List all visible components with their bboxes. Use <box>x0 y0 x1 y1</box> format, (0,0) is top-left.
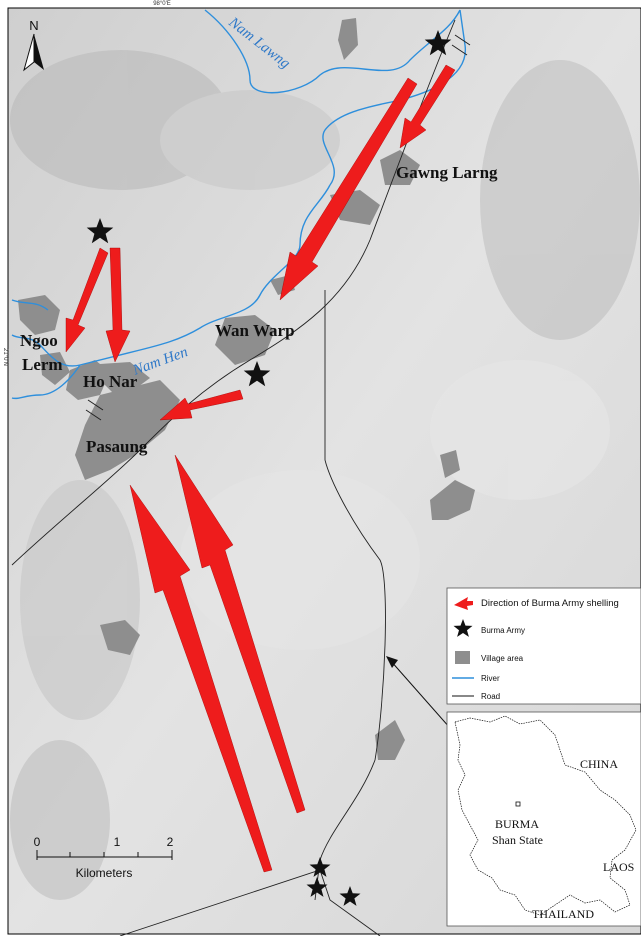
scale-bar: 0 1 2 Kilometers <box>34 835 174 880</box>
road-line <box>11 19 456 566</box>
shelling-arrow <box>129 484 273 873</box>
place-label-ho-nar: Ho Nar <box>83 372 138 391</box>
road-line <box>314 290 386 901</box>
inset-pointer-arrowhead-icon <box>386 656 398 668</box>
river-branch-line <box>11 364 81 400</box>
army-star-icon <box>339 886 361 906</box>
legend-army-label: Burma Army <box>481 626 525 635</box>
inset-label-laos: LAOS <box>603 860 634 874</box>
village-area <box>380 150 420 185</box>
inset-labels: CHINA BURMA Shan State LAOS THAILAND <box>492 757 634 921</box>
bridge-marker <box>451 34 471 56</box>
north-label: N <box>29 18 38 33</box>
shelling-arrow <box>279 77 418 301</box>
river-tributary-line <box>322 9 466 186</box>
legend-star-icon <box>453 619 473 637</box>
place-labels: Gawng Larng Ngoo Lerm Wan Warp Ho Nar Pa… <box>20 163 498 456</box>
village-area <box>440 450 460 478</box>
shelling-arrow <box>105 247 131 363</box>
scale-tick-label: 1 <box>114 835 121 849</box>
map-frame <box>7 7 641 935</box>
legend-village-swatch-icon <box>455 651 470 664</box>
inset-label-china: CHINA <box>580 757 618 771</box>
inset-label-thailand: THAILAND <box>532 907 594 921</box>
legend-village-label: Village area <box>481 654 524 663</box>
shelling-arrow <box>65 247 109 353</box>
bridge-marker <box>85 399 104 421</box>
river-nam-lawng-line <box>204 9 461 94</box>
inset-label-shan: Shan State <box>492 833 543 847</box>
village-area <box>215 315 275 365</box>
legend-box <box>446 587 641 705</box>
village-area <box>100 620 140 655</box>
place-label-pasaung: Pasaung <box>86 437 148 456</box>
place-label-lerm: Lerm <box>22 355 63 374</box>
legend: Direction of Burma Army shelling Burma A… <box>446 587 641 705</box>
river-nam-hen-line <box>11 184 331 367</box>
legend-road-label: Road <box>481 692 500 701</box>
village-area <box>85 362 150 400</box>
place-label-gawng-larng: Gawng Larng <box>396 163 498 182</box>
inset-location-marker-icon <box>515 801 521 807</box>
scale-unit-label: Kilometers <box>76 866 133 880</box>
army-star-icon <box>424 30 452 56</box>
legend-arrow-icon <box>454 597 473 610</box>
army-star-icon <box>243 361 271 387</box>
top-coordinate-label: 98°0'E <box>153 1 171 7</box>
inset-label-burma: BURMA <box>495 817 539 831</box>
shelling-arrows <box>65 64 456 873</box>
scale-tick-label: 0 <box>34 835 41 849</box>
side-coordinate-label: 21°0'N <box>2 348 8 366</box>
legend-shelling-label: Direction of Burma Army shelling <box>481 598 619 609</box>
inset-map: CHINA BURMA Shan State LAOS THAILAND <box>446 711 641 927</box>
scale-tick-label: 2 <box>167 835 174 849</box>
legend-river-label: River <box>481 674 500 683</box>
terrain-relief <box>10 50 640 900</box>
army-star-icon <box>86 218 114 244</box>
village-area <box>338 18 358 60</box>
place-label-wan-warp: Wan Warp <box>215 321 295 340</box>
village-areas <box>18 18 475 760</box>
north-arrow: N <box>23 18 44 72</box>
rivers <box>11 9 466 400</box>
village-area <box>430 480 475 520</box>
army-star-icon <box>309 857 331 877</box>
north-arrow-icon <box>23 33 35 72</box>
shelling-arrow <box>399 64 456 149</box>
village-area <box>375 720 405 760</box>
north-arrow-icon <box>34 34 44 70</box>
bridges <box>85 34 471 421</box>
village-area <box>75 380 180 480</box>
village-area <box>18 295 60 335</box>
army-star-icon <box>306 877 328 897</box>
shelling-arrow <box>174 454 306 814</box>
shelling-arrow <box>159 389 244 421</box>
river-branch-line <box>11 299 49 311</box>
army-positions <box>86 30 452 906</box>
shan-state-outline <box>454 715 637 916</box>
village-area <box>40 352 70 385</box>
place-label-ngoo: Ngoo <box>20 331 58 350</box>
